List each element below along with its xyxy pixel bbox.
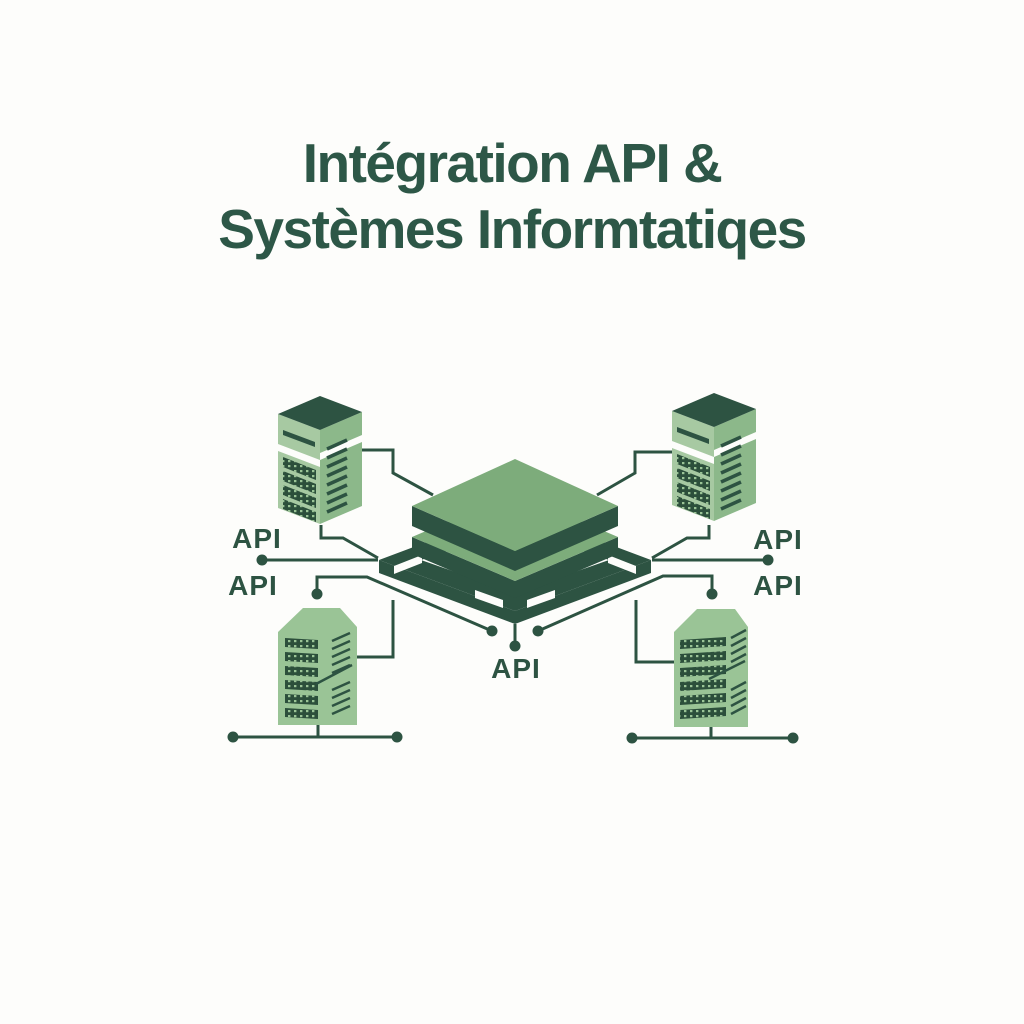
api-label-center: API — [491, 653, 541, 684]
api-label-right-bottom: API — [753, 570, 803, 601]
server-tower-top-right — [670, 391, 758, 523]
trace-bottomright-elbow — [634, 600, 674, 664]
rack-panel-rows — [680, 637, 726, 719]
trace-api-right-bottom — [537, 574, 714, 633]
trace-topleft-lower — [319, 525, 379, 560]
server-tower-bottom-right — [674, 609, 748, 727]
platform-top-slab — [412, 459, 618, 571]
central-api-platform — [379, 459, 651, 624]
trace-bottomleft-elbow — [357, 600, 395, 659]
side-vent-lines — [708, 628, 747, 716]
api-label-left-top: API — [232, 523, 282, 554]
page-title: Intégration API & Systèmes Informtatiqes — [0, 130, 1024, 262]
server-tower-top-left — [276, 394, 364, 526]
api-label-right-top: API — [753, 524, 803, 555]
title-line-1: Intégration API & — [302, 132, 723, 194]
server-tower-bottom-left — [278, 608, 357, 725]
side-vent-lines — [315, 631, 353, 716]
rack-panel-rows — [285, 638, 318, 719]
trace-topright-upper — [596, 450, 672, 497]
trace-topright-lower — [651, 525, 711, 560]
connection-traces — [227, 448, 799, 744]
trace-api-left-bottom — [315, 575, 493, 633]
title-line-2: Systèmes Informtatiqes — [218, 198, 807, 260]
api-label-left-bottom: API — [228, 570, 278, 601]
trace-topleft-upper — [362, 448, 434, 497]
